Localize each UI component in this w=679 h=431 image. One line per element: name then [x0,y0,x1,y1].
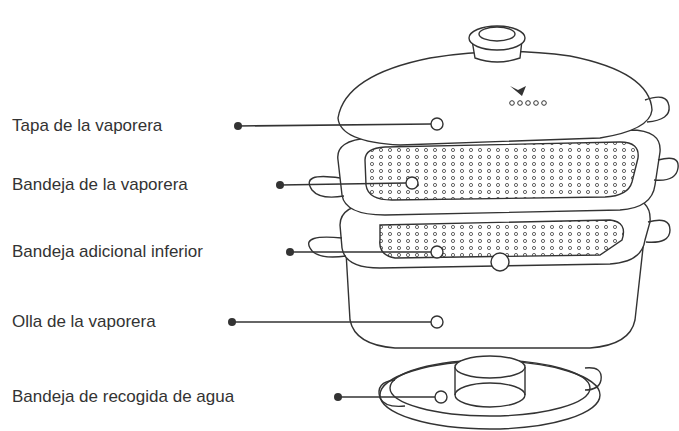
part-label: Olla de la vaporera [10,312,158,332]
leader-lines [232,124,435,397]
part-label: Tapa de la vaporera [10,116,164,136]
part-label: Bandeja adicional inferior [10,242,205,262]
part-label: Bandeja de la vaporera [10,175,190,195]
part-label: Bandeja de recogida de agua [10,387,236,407]
